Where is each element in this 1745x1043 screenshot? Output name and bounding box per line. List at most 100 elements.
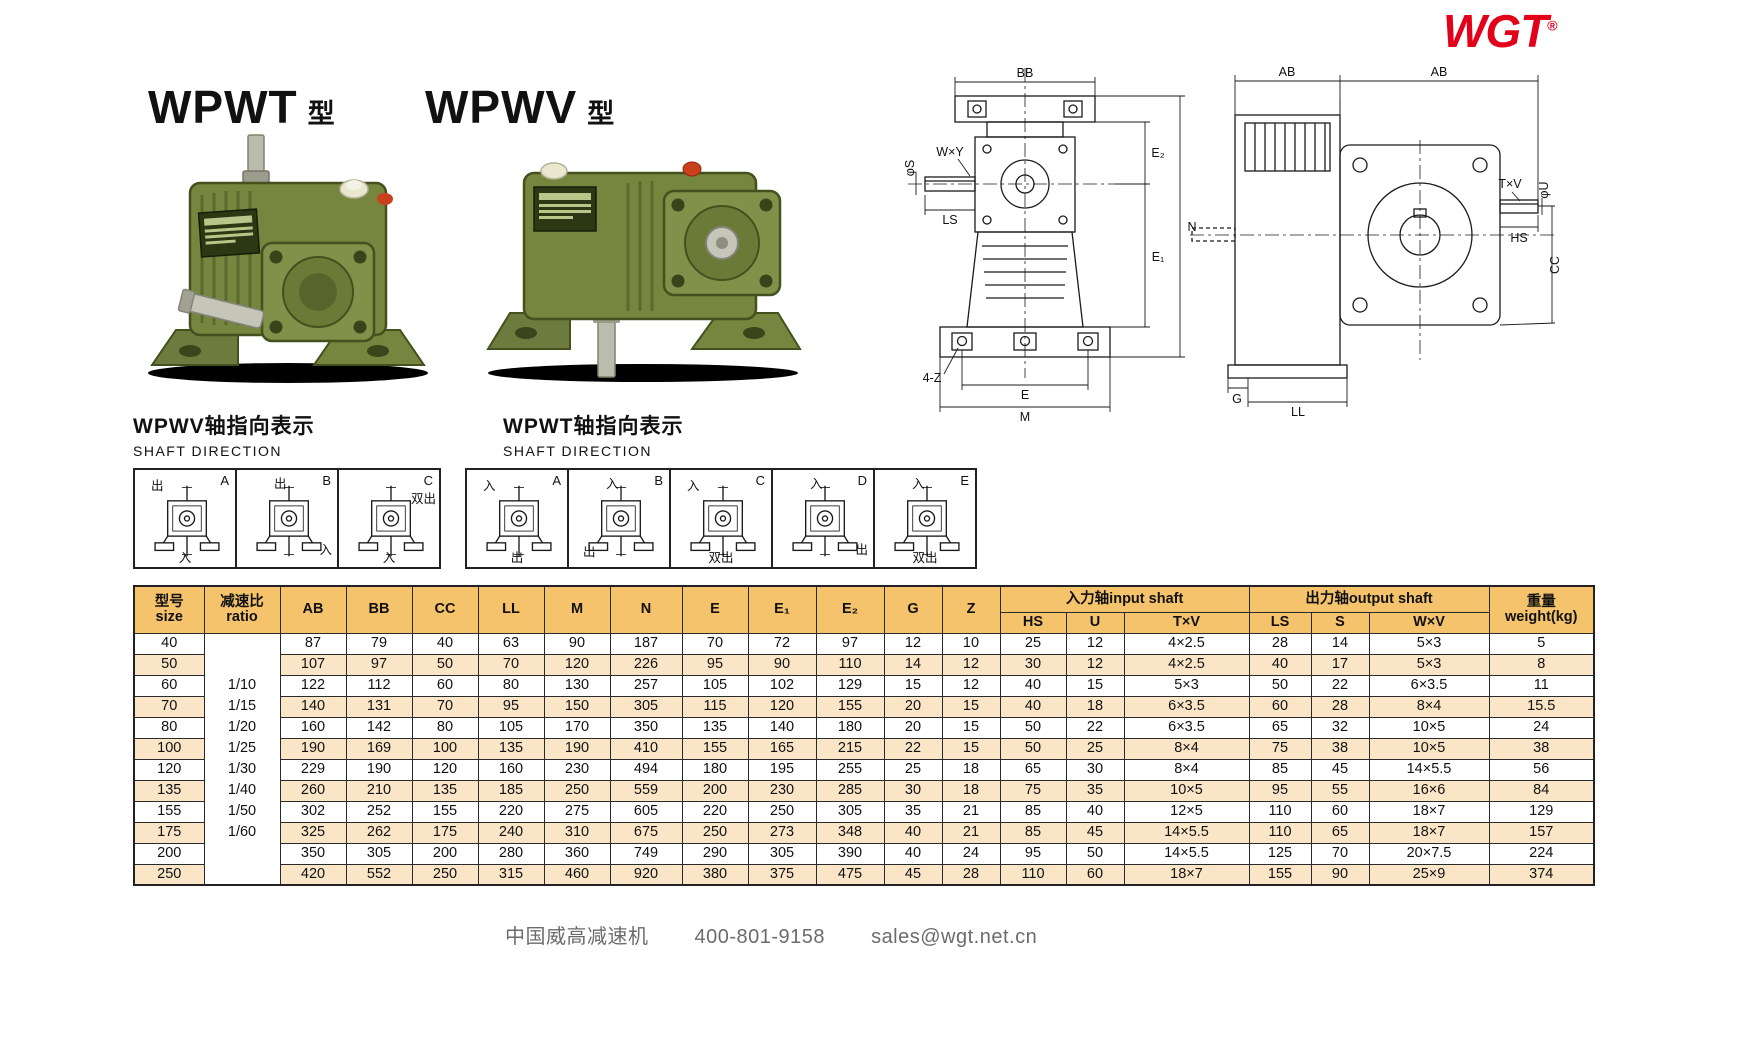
dim-label-e2: E₂ (1151, 146, 1164, 160)
spec-cell: 5×3 (1123, 674, 1250, 697)
dim-label-e1: E₁ (1152, 250, 1165, 264)
spec-cell: 6×3.5 (1123, 716, 1250, 739)
spec-cell: 10×5 (1368, 737, 1490, 760)
spec-cell: 120 (543, 653, 611, 676)
spec-cell: 220 (477, 800, 545, 823)
dim-label-phiu: φU (1537, 181, 1551, 198)
spec-cell: 290 (681, 842, 749, 865)
spec-cell: 63 (477, 632, 545, 655)
spec-cell: 12 (941, 653, 1001, 676)
spec-cell: 190 (279, 737, 347, 760)
spec-cell: 552 (345, 863, 413, 886)
spec-cell: 30 (1065, 758, 1125, 781)
dim-label-g: G (1232, 392, 1242, 406)
spec-cell: 95 (681, 653, 749, 676)
spec-cell: 60 (1248, 695, 1312, 718)
dim-label-ab-left: AB (1279, 65, 1296, 79)
spec-cell: 250 (411, 863, 479, 886)
spec-cell: 97 (345, 653, 413, 676)
spec-cell: 70 (1310, 842, 1370, 865)
spec-cell: 30 (883, 779, 943, 802)
spec-cell: 12 (1065, 653, 1125, 676)
spec-cell: 95 (999, 842, 1067, 865)
spec-cell: 35 (1065, 779, 1125, 802)
spec-cell: 65 (999, 758, 1067, 781)
shaft-io-label: 入 (483, 479, 496, 493)
spec-cell: 175 (411, 821, 479, 844)
spec-cell: 22 (883, 737, 943, 760)
spec-cell: 302 (279, 800, 347, 823)
size-cell: 250 (133, 863, 205, 886)
col-header-hs: HS (999, 611, 1067, 634)
spec-cell: 14 (883, 653, 943, 676)
spec-cell: 40 (1248, 653, 1312, 676)
size-cell: 200 (133, 842, 205, 865)
spec-cell: 110 (1248, 800, 1312, 823)
ratio-value: 1/60 (227, 823, 257, 840)
spec-cell: 14×5.5 (1123, 821, 1250, 844)
spec-cell: 15 (883, 674, 943, 697)
spec-cell: 240 (477, 821, 545, 844)
spec-cell: 12×5 (1123, 800, 1250, 823)
title-wpwv: WPWV 型 (425, 80, 614, 134)
spec-cell: 95 (477, 695, 545, 718)
model-name: WPWT (148, 81, 298, 133)
spec-cell: 80 (477, 674, 545, 697)
shaft-io-label: 入 (687, 479, 700, 493)
spec-cell: 200 (411, 842, 479, 865)
spec-cell: 18×7 (1368, 821, 1490, 844)
spec-cell: 65 (1310, 821, 1370, 844)
spec-cell: 65 (1248, 716, 1312, 739)
spec-cell: 16×6 (1368, 779, 1490, 802)
spec-cell: 35 (883, 800, 943, 823)
col-header-n: N (609, 585, 683, 634)
spec-cell: 75 (999, 779, 1067, 802)
spec-cell: 749 (609, 842, 683, 865)
spec-cell: 80 (411, 716, 479, 739)
spec-cell: 85 (1248, 758, 1312, 781)
spec-cell: 18 (941, 758, 1001, 781)
spec-cell: 50 (1065, 842, 1125, 865)
spec-cell: 5×3 (1368, 632, 1490, 655)
diagram-letter: A (220, 473, 229, 488)
type-suffix: 型 (307, 99, 335, 129)
spec-cell: 102 (747, 674, 817, 697)
gearbox-schematic-icon (486, 485, 552, 557)
spec-cell: 210 (345, 779, 413, 802)
spec-cell: 30 (999, 653, 1067, 676)
spec-cell: 60 (411, 674, 479, 697)
spec-cell: 75 (1248, 737, 1312, 760)
spec-cell: 10 (941, 632, 1001, 655)
spec-cell: 11 (1488, 674, 1595, 697)
spec-cell: 160 (477, 758, 545, 781)
col-header-weight: 重量 weight(kg) (1488, 585, 1595, 634)
col-header-ab: AB (279, 585, 347, 634)
ratio-value: 1/20 (227, 718, 257, 735)
shaft-io-label: 入 (382, 551, 396, 565)
spec-cell: 40 (1065, 800, 1125, 823)
spec-cell: 260 (279, 779, 347, 802)
col-group-output-shaft: 出力轴output shaft (1248, 585, 1490, 613)
spec-cell: 920 (609, 863, 683, 886)
spec-cell: 5×3 (1368, 653, 1490, 676)
spec-cell: 150 (543, 695, 611, 718)
spec-cell: 110 (999, 863, 1067, 886)
size-cell: 80 (133, 716, 205, 739)
spec-cell: 28 (1248, 632, 1312, 655)
spec-cell: 18×7 (1368, 800, 1490, 823)
shaft-io-label: 出 (855, 543, 868, 557)
ratio-value: 1/30 (227, 760, 257, 777)
spec-cell: 285 (815, 779, 885, 802)
spec-cell: 60 (1310, 800, 1370, 823)
spec-cell: 50 (999, 716, 1067, 739)
spec-cell: 200 (681, 779, 749, 802)
spec-cell: 17 (1310, 653, 1370, 676)
spec-cell: 215 (815, 737, 885, 760)
spec-cell: 105 (681, 674, 749, 697)
dim-label-ll: LL (1291, 405, 1305, 419)
